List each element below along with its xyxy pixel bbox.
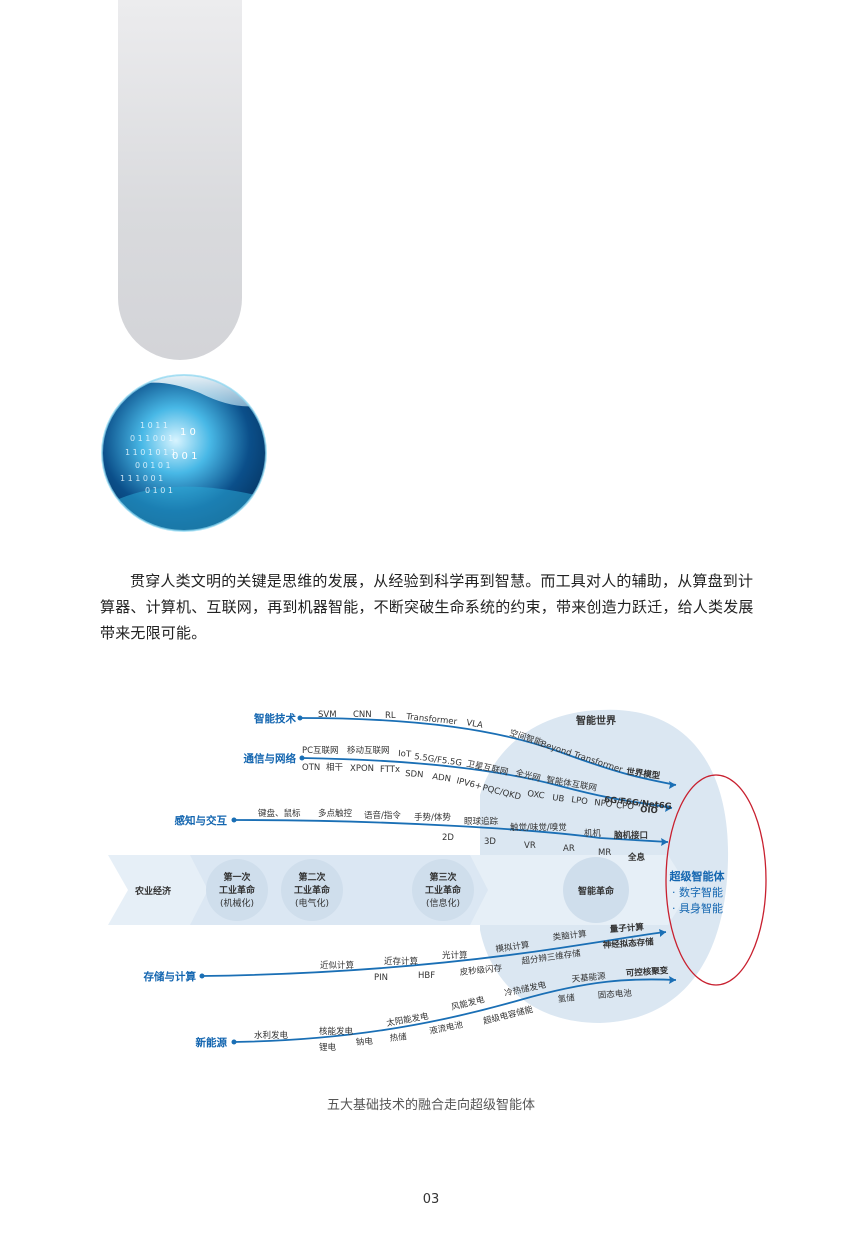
sense-bottom-end-item: 全息	[627, 852, 646, 863]
ai-end-item: 世界模型	[626, 766, 662, 782]
comm-bottom-item: XPON	[350, 764, 374, 774]
sense-top-item: 语音/指令	[364, 810, 401, 821]
svg-text:0 1 0 1: 0 1 0 1	[145, 486, 173, 495]
sense-bottom-item: AR	[563, 844, 575, 854]
decorative-gray-bar	[118, 0, 242, 360]
super-agent-title: 超级智能体	[669, 869, 726, 883]
comm-bottom-item: 相干	[326, 762, 344, 773]
sense-top-item: 触觉/味觉/嗅觉	[510, 822, 567, 833]
stream-label-energy: 新能源	[196, 1036, 228, 1049]
sense-top-item: 手势/体势	[414, 812, 451, 823]
svg-text:1 0 1 1: 1 0 1 1	[140, 421, 168, 430]
compute-bottom-end-item: 神经拟态存储	[602, 936, 654, 951]
sense-top-item: 多点触控	[318, 808, 353, 819]
sense-bottom-item: 3D	[484, 837, 496, 847]
comm-top-item: PC互联网	[302, 746, 339, 756]
sense-bottom-item: MR	[598, 848, 611, 858]
era-rev1-line1: 第一次	[223, 871, 250, 883]
compute-bottom-item: PIN	[374, 973, 388, 983]
era-rev2-line3: (电气化)	[295, 897, 329, 909]
svg-text:1 0: 1 0	[180, 427, 196, 438]
energy-top-item: 天基能源	[571, 970, 606, 985]
energy-bottom-item: 固态电池	[597, 988, 632, 1001]
energy-top-end-item: 可控核聚变	[625, 965, 669, 979]
ai-item: VLA	[465, 718, 483, 731]
sense-bottom-item: VR	[524, 841, 536, 851]
rev1-circle	[206, 859, 268, 921]
energy-bottom-item: 热储	[389, 1031, 408, 1044]
energy-top-item: 水利发电	[254, 1030, 289, 1041]
compute-top-item: 类脑计算	[552, 928, 587, 943]
super-item-embodied: · 具身智能	[672, 901, 723, 915]
era-rev2-line1: 第二次	[298, 871, 325, 883]
rev3-circle	[412, 859, 474, 921]
compute-bottom-item: 皮秒级闪存	[459, 963, 503, 978]
ai-item: RL	[385, 711, 396, 721]
energy-top-item: 核能发电	[319, 1026, 354, 1037]
comm-bottom-item: CPO	[616, 801, 635, 812]
era-smart: 智能革命	[578, 885, 615, 897]
compute-top-item: 模拟计算	[495, 939, 531, 955]
era-agri: 农业经济	[134, 885, 172, 897]
comm-bottom-item: NPO	[594, 798, 613, 810]
technology-convergence-diagram: 智能世界 超级智能体 · 数字智能 · 具身智能 农业经济 第一次 工业革命 (…	[108, 709, 767, 1053]
compute-top-item: 光计算	[442, 950, 468, 961]
sense-top-item: 键盘、鼠标	[258, 808, 301, 819]
sense-top-end-item: 脑机接口	[613, 830, 648, 841]
stream-label-comm: 通信与网络	[244, 752, 297, 765]
globe-image: 1 0 1 10 1 1 0 0 1 1 1 0 1 0 1 10 0 1 0 …	[101, 374, 267, 532]
comm-bottom-item: LPO	[571, 795, 589, 807]
energy-bottom-item: 钠电	[355, 1036, 373, 1048]
comm-bottom-item: OXC	[527, 789, 546, 801]
sense-top-item: 眼球追踪	[464, 816, 499, 827]
era-rev1-line3: (机械化)	[220, 897, 254, 909]
era-rev3-line2: 工业革命	[425, 884, 462, 896]
comm-top-item: IoT	[398, 749, 412, 760]
era-rev3-line3: (信息化)	[426, 897, 460, 909]
compute-top-item: 近似计算	[320, 960, 355, 971]
energy-bottom-item: 氢储	[557, 992, 576, 1005]
comm-bottom-item: UB	[552, 793, 565, 805]
comm-bottom-item: SDN	[405, 769, 424, 780]
comm-bottom-item: FTTx	[380, 765, 400, 775]
stream-label-sense: 感知与交互	[175, 814, 228, 827]
compute-top-item: 近存计算	[384, 956, 419, 967]
world-label: 智能世界	[576, 714, 616, 727]
svg-text:0 1 1 0 0 1: 0 1 1 0 0 1	[130, 434, 173, 443]
stream-label-ai: 智能技术	[253, 712, 296, 725]
compute-bottom-item: HBF	[418, 971, 435, 981]
sense-bottom-item: 2D	[442, 833, 454, 843]
svg-text:1 1 1 0 0 1: 1 1 1 0 0 1	[120, 474, 163, 483]
comm-top-item: 移动互联网	[347, 745, 390, 756]
era-rev2-line2: 工业革命	[294, 884, 331, 896]
super-item-digital: · 数字智能	[672, 885, 723, 899]
sense-top-item: 机机	[584, 828, 602, 839]
era-rev1-line2: 工业革命	[219, 884, 256, 896]
page-number: 03	[422, 1192, 440, 1207]
era-rev3-line1: 第三次	[429, 871, 456, 883]
svg-text:1 1 0 1 0 1 1: 1 1 0 1 0 1 1	[125, 448, 176, 457]
ai-item: SVM	[318, 710, 337, 720]
super-agent-highlight-ellipse	[665, 774, 767, 986]
ai-item: CNN	[353, 710, 372, 720]
comm-bottom-item: OTN	[302, 763, 320, 773]
rev2-circle	[281, 859, 343, 921]
figure-caption: 五大基础技术的融合走向超级智能体	[326, 1098, 535, 1113]
compute-top-end-item: 量子计算	[609, 922, 644, 935]
intro-paragraph: 贯穿人类文明的关键是思维的发展，从经验到科学再到智慧。而工具对人的辅助，从算盘到…	[100, 572, 754, 642]
comm-bottom-end-item: OIO	[640, 805, 658, 816]
svg-text:0 0 1: 0 0 1	[172, 451, 197, 462]
stream-label-compute: 存储与计算	[144, 970, 197, 983]
comm-bottom-item: ADN	[432, 772, 452, 785]
svg-text:0 0 1 0 1: 0 0 1 0 1	[135, 461, 171, 470]
comm-bottom-item: IPV6+	[455, 776, 483, 792]
smart-circle	[563, 857, 629, 923]
energy-bottom-item: 锂电	[319, 1042, 337, 1053]
